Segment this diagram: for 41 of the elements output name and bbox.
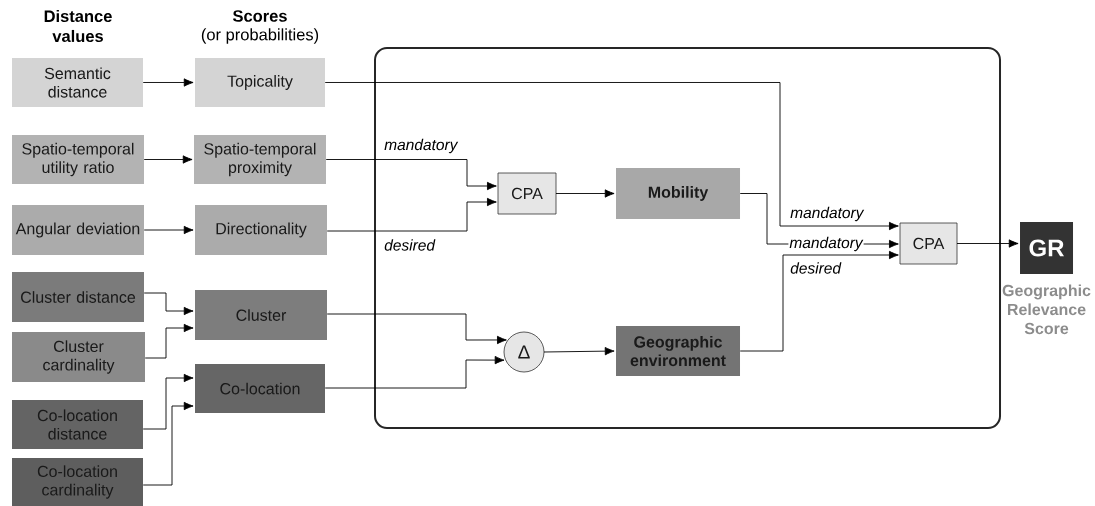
arrow (144, 323, 194, 359)
operator-box: CPA (899, 222, 958, 265)
result-badge: GR (1020, 222, 1073, 274)
arrow (142, 78, 194, 87)
distance-box: Co-location distance (12, 400, 143, 449)
score-box: Topicality (195, 58, 325, 107)
distance-box: Co-location cardinality (12, 458, 143, 506)
distance-box: Cluster distance (12, 272, 144, 322)
arrow (326, 197, 497, 232)
node-caption: Geographic Relevance Score (1002, 284, 1091, 335)
arrow (326, 313, 507, 345)
column-heading: Scores (232, 10, 287, 22)
edge-label: mandatory (384, 138, 459, 154)
edge-label: mandatory (790, 206, 865, 222)
edge-label: desired (384, 239, 436, 251)
arrow (143, 225, 194, 235)
arrow (324, 355, 505, 389)
score-box: Cluster (195, 290, 327, 340)
operator-box: CPA (497, 172, 557, 215)
score-box: Directionality (195, 205, 327, 255)
distance-box: Semantic distance (12, 58, 143, 107)
column-heading: Distance values (44, 9, 112, 43)
arrow (143, 292, 194, 316)
arrow (325, 159, 497, 191)
category-box: Mobility (616, 168, 740, 219)
score-box: Co-location (195, 364, 325, 413)
rounded-panel (374, 47, 1001, 429)
arrow (956, 239, 1019, 248)
arrow (324, 82, 899, 231)
arrow (143, 155, 193, 164)
arrow (555, 189, 615, 198)
score-box: Spatio-temporal proximity (194, 135, 326, 184)
arrow (543, 347, 615, 356)
category-box: Geographic environment (616, 326, 740, 376)
distance-box: Angular deviation (12, 205, 144, 255)
arrow (142, 373, 194, 430)
arrow (142, 401, 194, 486)
edge-label: desired (790, 262, 842, 274)
distance-box: Spatio-temporal utility ratio (12, 135, 144, 184)
arrow (739, 250, 899, 352)
distance-box: Cluster cardinality (12, 332, 145, 382)
